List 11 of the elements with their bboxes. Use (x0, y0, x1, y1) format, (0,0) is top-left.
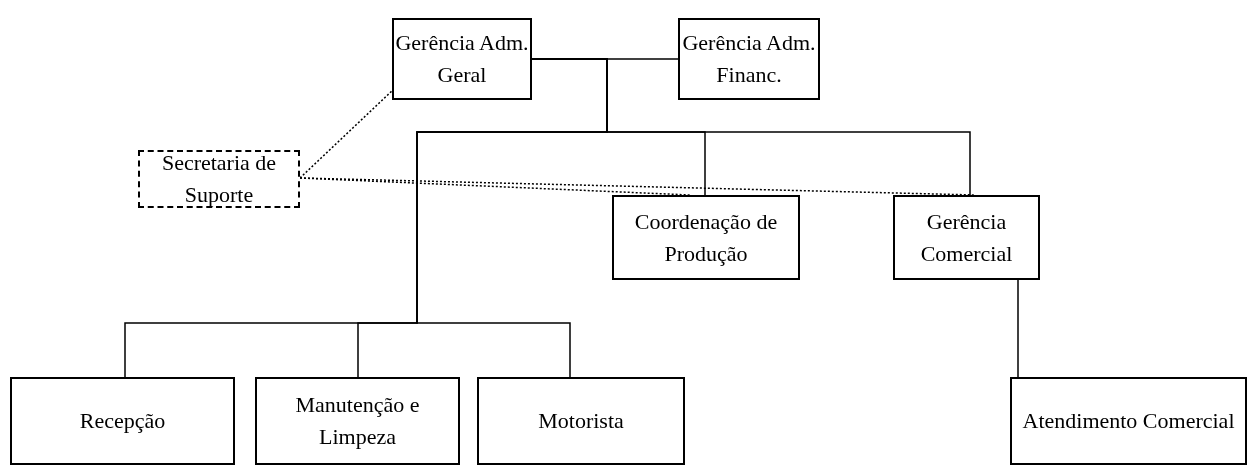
org-box: Gerência Adm. Geral (392, 18, 532, 100)
org-box: Recepção (10, 377, 235, 465)
org-box: Manutenção e Limpeza (255, 377, 460, 465)
org-box: Atendimento Comercial (1010, 377, 1247, 465)
org-box: Motorista (477, 377, 685, 465)
org-box: Gerência Comercial (893, 195, 1040, 280)
connector-line (416, 58, 608, 378)
dashed-box: Secretaria de Suporte (138, 150, 300, 208)
org-box: Gerência Adm. Financ. (678, 18, 820, 100)
connector-line (1017, 279, 1019, 378)
org-box: Coordenação de Produção (612, 195, 800, 280)
